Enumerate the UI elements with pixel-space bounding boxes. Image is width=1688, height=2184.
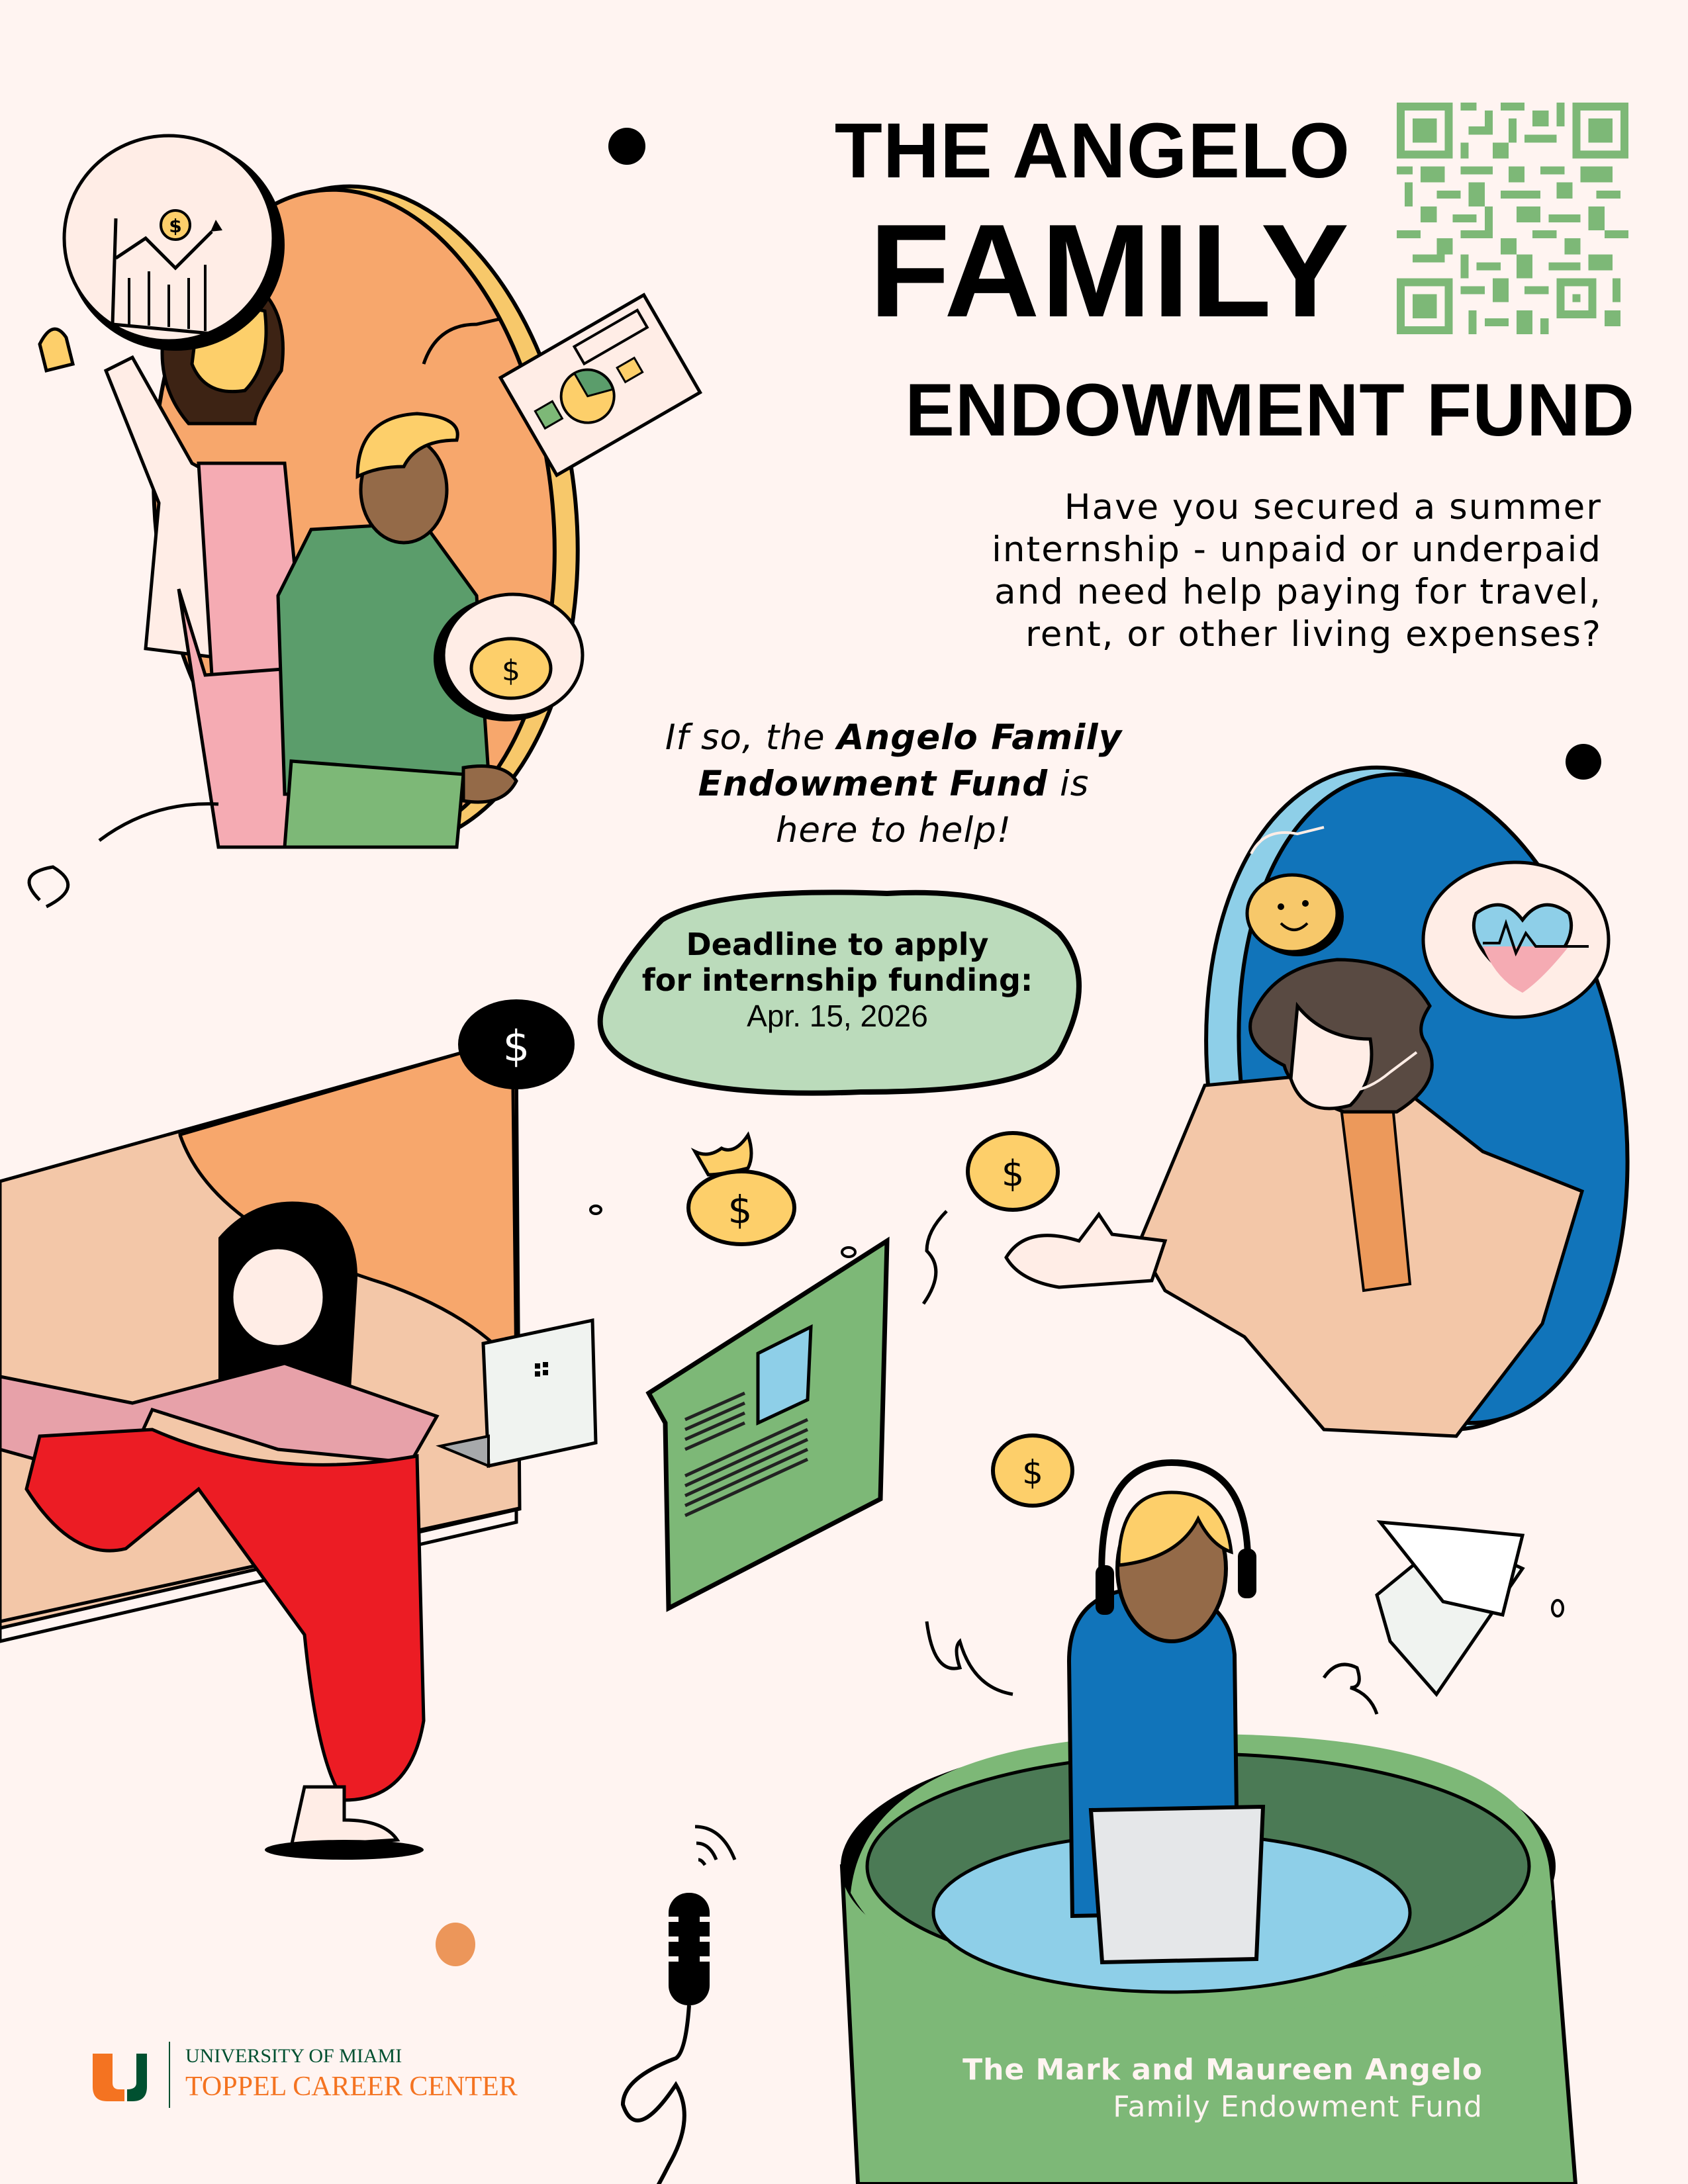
answer-bold-2: Endowment Fund xyxy=(698,764,1049,804)
answer-bold-1: Angelo Family xyxy=(837,717,1123,758)
question-line: Have you secured a summer xyxy=(1064,487,1602,527)
laptop-icon xyxy=(1088,1804,1266,1965)
heart-rate-icon xyxy=(1421,860,1611,1019)
papers-icon xyxy=(1375,1520,1525,1698)
svg-text:$: $ xyxy=(1002,1153,1024,1195)
university-logo: UNIVERSITY OF MIAMI TOPPEL CAREER CENTER xyxy=(93,2042,530,2108)
deadline-line-2: for internship funding: xyxy=(641,962,1033,998)
dollar-pin-icon: $ xyxy=(458,999,575,1377)
money-bag-icon: $ xyxy=(434,592,585,721)
fund-full-name: The Mark and Maureen Angelo Family Endow… xyxy=(861,2052,1483,2126)
question-line: rent, or other living expenses? xyxy=(1025,614,1602,655)
title-line-2: FAMILY xyxy=(869,197,1350,345)
coin-icon: $ xyxy=(966,1131,1060,1212)
svg-text:$: $ xyxy=(502,654,520,688)
answer-suffix-1: is xyxy=(1048,764,1090,804)
question-line: and need help paying for travel, xyxy=(994,572,1602,612)
answer-suffix-2: here to help! xyxy=(775,810,1012,850)
question-line: internship - unpaid or underpaid xyxy=(992,529,1602,570)
deadline-callout: Deadline to apply for internship funding… xyxy=(596,927,1079,1034)
decorative-dot xyxy=(608,128,645,165)
svg-text:$: $ xyxy=(169,215,181,237)
decorative-dot xyxy=(436,1923,475,1966)
career-center-name: TOPPEL CAREER CENTER xyxy=(185,2071,518,2102)
laptop-icon xyxy=(436,1318,598,1469)
deadline-bubble-shape xyxy=(597,889,1082,1096)
svg-text:$: $ xyxy=(1022,1453,1043,1492)
decorative-dot xyxy=(1566,744,1601,780)
university-name: UNIVERSITY OF MIAMI xyxy=(185,2045,402,2067)
deadline-date: Apr. 15, 2026 xyxy=(747,999,928,1033)
report-document-icon xyxy=(498,293,702,478)
microphone-icon xyxy=(620,1825,737,2184)
support-illustration xyxy=(1004,765,1630,1438)
money-bag-icon: $ xyxy=(686,1131,796,1246)
svg-text:$: $ xyxy=(503,1023,530,1071)
footer-line-1: The Mark and Maureen Angelo xyxy=(962,2053,1483,2087)
answer-prefix: If so, the xyxy=(665,717,837,758)
deadline-line-1: Deadline to apply xyxy=(686,927,989,962)
footer-line-2: Family Endowment Fund xyxy=(1113,2090,1483,2124)
title-line-3: ENDOWMENT FUND xyxy=(905,369,1635,451)
headphones-icon xyxy=(1096,1459,1256,1615)
chart-icon: $ xyxy=(62,134,285,351)
qr-code-icon[interactable] xyxy=(1397,103,1628,334)
svg-text:$: $ xyxy=(728,1187,753,1232)
title-line-1: THE ANGELO xyxy=(834,107,1350,195)
coin-icon: $ xyxy=(991,1433,1074,1508)
fund-answer: If so, the Angelo Family Endowment Fund … xyxy=(635,715,1152,854)
um-u-logo-icon xyxy=(93,2042,170,2108)
smiley-icon xyxy=(1245,873,1344,956)
team-illustration: $ $ xyxy=(27,134,702,909)
document-icon xyxy=(645,1236,890,1612)
laptop-person-illustration: $ xyxy=(0,999,598,1860)
eligibility-question: Have you secured a summer internship - u… xyxy=(861,486,1602,656)
cylinder-workstation-illustration xyxy=(839,1459,1578,2184)
